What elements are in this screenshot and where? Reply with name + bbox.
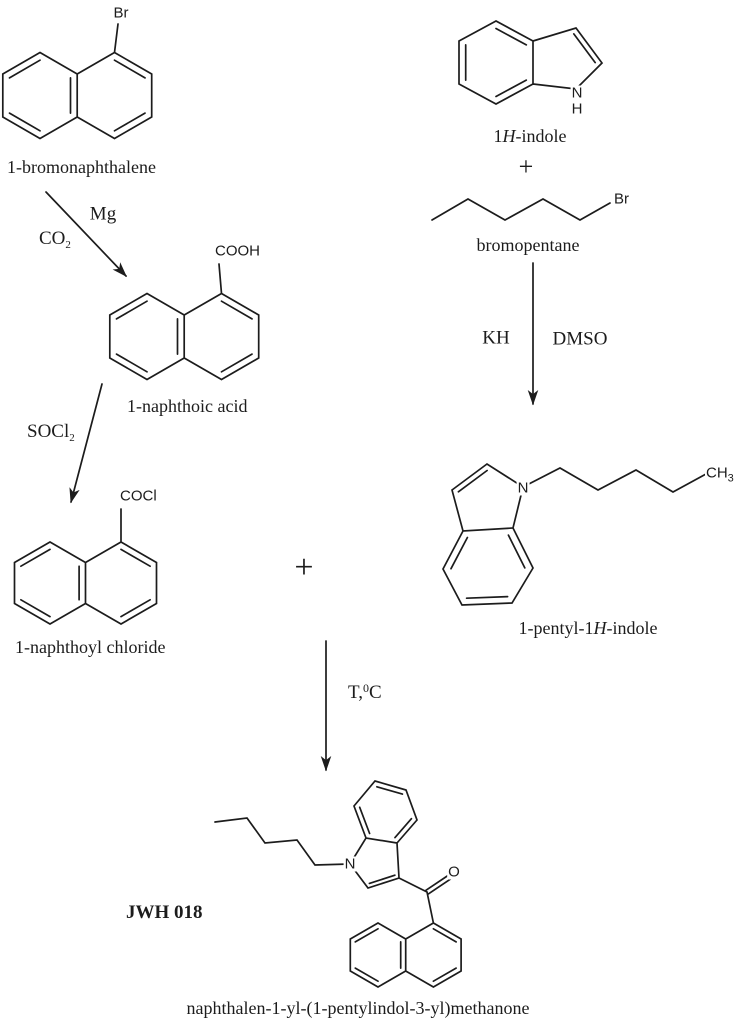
- label-jwh018-name: naphthalen-1-yl-(1-pentylindol-3-yl)meth…: [186, 998, 530, 1018]
- structure-1-bromonaphthalene: [1, 23, 153, 140]
- atom-label-br-pentane: Br: [613, 190, 630, 208]
- label-bromopentane: bromopentane: [476, 235, 580, 255]
- label-jwh018-code: JWH 018: [126, 902, 203, 923]
- socl2-base: SOCl: [27, 421, 70, 442]
- atom-label-n-pentylindole: N: [516, 479, 530, 497]
- temp-superscript: 0: [362, 681, 369, 695]
- structure-1-naphthoic-acid: [108, 263, 260, 381]
- atom-label-ch3: CH3: [705, 464, 735, 485]
- plus-sign-center: +: [294, 549, 314, 586]
- indole-name-h: H: [502, 126, 516, 146]
- label-1-naphthoyl-chloride: 1-naphthoyl chloride: [15, 637, 166, 657]
- structure-1-naphthoyl-chloride: [13, 508, 158, 625]
- label-1h-indole: 1H-indole: [494, 127, 567, 145]
- atom-label-br-naphthalene: Br: [112, 4, 130, 22]
- reagent-label-dmso: DMSO: [552, 328, 608, 350]
- temp-base: T,: [348, 682, 363, 703]
- atom-label-cooh: COOH: [214, 242, 261, 260]
- co2-subscript: 2: [65, 239, 71, 251]
- indole-name-num: 1: [493, 126, 503, 146]
- indole-name-suffix: -indole: [515, 126, 567, 146]
- socl2-subscript: 2: [69, 432, 75, 444]
- ch3-base: CH: [706, 464, 728, 482]
- atom-label-n-jwh: N: [343, 855, 357, 873]
- reagent-label-socl2: SOCl2: [27, 422, 75, 444]
- label-1-bromonaphthalene: 1-bromonaphthalene: [7, 157, 156, 177]
- reaction-arrow-chlorination: [69, 383, 103, 504]
- temp-unit: C: [368, 682, 382, 703]
- structure-1-pentyl-1h-indole: [442, 462, 707, 606]
- reagent-label-kh: KH: [482, 327, 510, 349]
- atom-label-h-indole: H: [570, 100, 584, 118]
- reagent-label-co2: CO2: [39, 229, 71, 251]
- label-1-naphthoic-acid: 1-naphthoic acid: [127, 396, 248, 416]
- atom-label-cocl: COCl: [119, 487, 158, 505]
- reagent-label-temperature: T,0C: [348, 682, 382, 702]
- pentylindole-name-prefix: 1-pentyl-1: [518, 618, 594, 638]
- plus-sign-top: +: [518, 152, 534, 181]
- label-1-pentyl-1h-indole: 1-pentyl-1H-indole: [519, 619, 658, 637]
- reaction-arrow-grignard: [45, 191, 127, 277]
- atom-label-n-indole: N: [570, 84, 584, 102]
- structure-1h-indole: [458, 20, 604, 105]
- co2-base: CO: [39, 228, 66, 249]
- reagent-label-mg: Mg: [89, 203, 117, 225]
- structure-bromopentane: [431, 198, 611, 221]
- atom-label-o-jwh: O: [447, 863, 461, 881]
- structure-jwh018: [214, 780, 462, 988]
- pentylindole-name-suffix: -indole: [606, 618, 658, 638]
- ch3-subscript: 3: [727, 472, 734, 485]
- pentylindole-name-h: H: [593, 618, 607, 638]
